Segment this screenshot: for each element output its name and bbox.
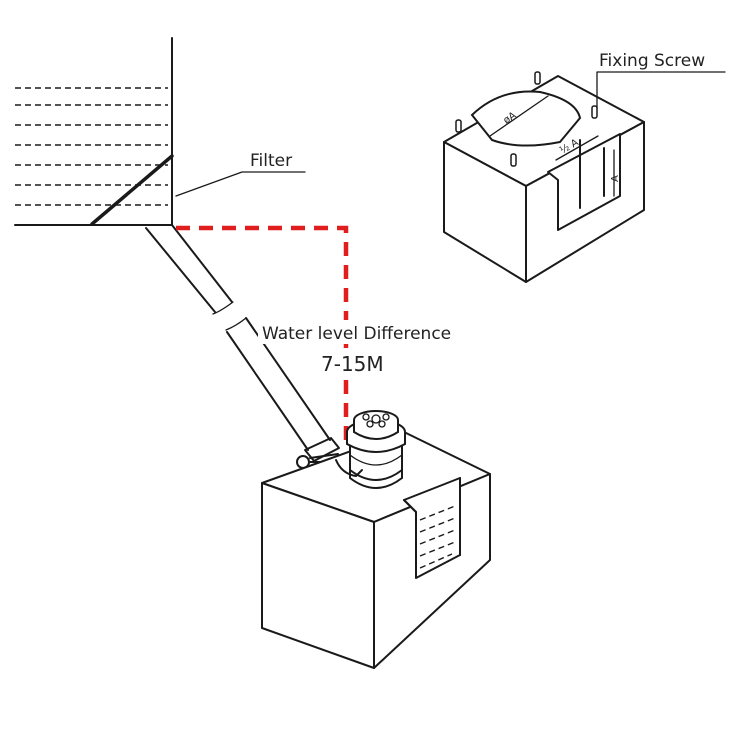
screw-icon <box>534 71 541 85</box>
pump-body <box>349 439 403 489</box>
water-level-value: 7-15M <box>321 352 384 376</box>
tank-water-lines <box>15 87 168 206</box>
fixing-screws <box>455 71 598 167</box>
filter-pump <box>335 410 406 489</box>
screw-icon <box>510 153 517 167</box>
pump-lid-vents <box>362 413 390 428</box>
channel-water-lines <box>419 505 456 569</box>
red-dashed-line <box>176 225 349 448</box>
fixing-screw-callout: Fixing Screw <box>596 51 726 109</box>
detail-notch <box>547 133 621 231</box>
filter-callout: Filter <box>175 151 306 197</box>
screw-icon <box>591 105 598 119</box>
half-a-dimension-line <box>555 135 599 161</box>
a-label: A <box>610 175 621 182</box>
fixing-screw-leader-line <box>596 71 726 109</box>
screw-icon <box>455 119 462 133</box>
suction-hose <box>145 224 341 471</box>
fixing-screw-label: Fixing Screw <box>599 51 705 71</box>
detail-cutout <box>470 90 582 147</box>
filter-screen <box>90 154 174 226</box>
hose-break-top <box>212 301 234 315</box>
water-tank <box>14 37 174 226</box>
water-level-labels: Water level Difference 7-15M <box>258 320 498 376</box>
water-level-label: Water level Difference <box>262 324 451 344</box>
water-level-indicator <box>176 225 349 448</box>
hose-break-bottom <box>225 317 247 331</box>
mounting-detail: øA ½ A A <box>443 71 645 283</box>
filter-label: Filter <box>250 151 292 171</box>
phi-a-dimension-line <box>489 95 549 137</box>
filter-leader-line <box>175 171 306 197</box>
